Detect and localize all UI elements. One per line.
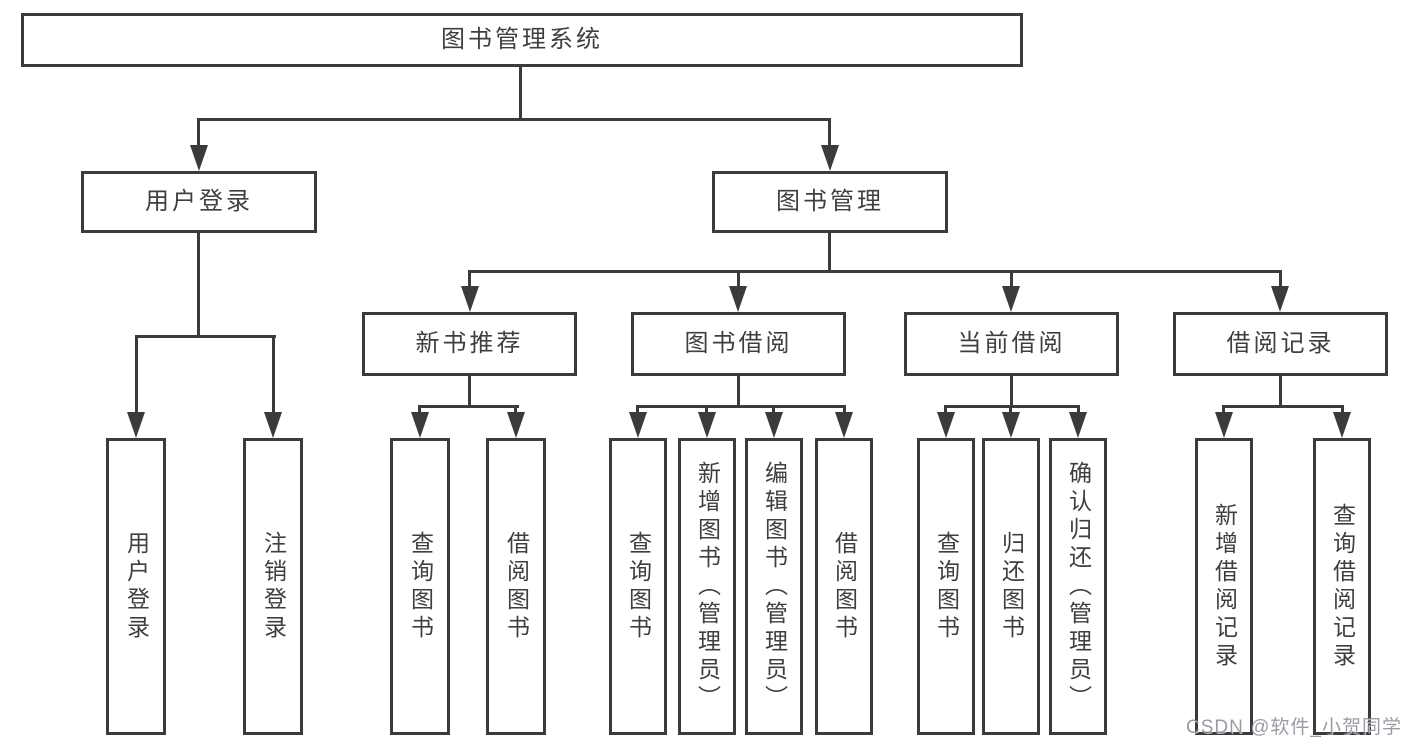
leaf-add-books-admin: 新增图书（管理员） — [678, 438, 736, 735]
leaf-borrow-books: 借阅图书 — [815, 438, 873, 735]
connector-book-mgmt-split — [468, 270, 1282, 273]
arrowhead-down-icon — [1215, 412, 1233, 438]
arrowhead-down-icon — [1333, 412, 1351, 438]
connector-current-stub — [1010, 376, 1013, 407]
leaf-query-books-current: 查询图书 — [917, 438, 975, 735]
connector-book-mgmt-stub — [828, 233, 831, 271]
arrowhead-down-icon — [1271, 286, 1289, 312]
node-root-library-system: 图书管理系统 — [21, 13, 1023, 67]
leaf-add-borrow-record: 新增借阅记录 — [1195, 438, 1253, 735]
leaf-confirm-return-admin: 确认归还（管理员） — [1049, 438, 1107, 735]
connector-leaf-line — [1077, 405, 1080, 417]
connector-root-split — [197, 118, 831, 121]
arrowhead-down-icon — [461, 286, 479, 312]
leaf-edit-books-admin: 编辑图书（管理员） — [745, 438, 803, 735]
arrowhead-down-icon — [1002, 286, 1020, 312]
leaf-borrow-books-recommend: 借阅图书 — [486, 438, 546, 735]
connector-borrowing-split — [636, 405, 846, 408]
leaf-return-books: 归还图书 — [982, 438, 1040, 735]
node-new-book-recommend: 新书推荐 — [362, 312, 577, 376]
node-current-borrowing: 当前借阅 — [904, 312, 1119, 376]
connector-to-user-login — [197, 118, 200, 148]
connector-records-split — [1222, 405, 1344, 408]
arrowhead-down-icon — [1069, 412, 1087, 438]
arrowhead-down-icon — [507, 412, 525, 438]
connector-leaf-line — [418, 405, 421, 417]
connector-leaf-line — [514, 405, 517, 417]
arrowhead-down-icon — [127, 412, 145, 438]
connector-to-new-books — [468, 270, 471, 288]
arrowhead-down-icon — [411, 412, 429, 438]
connector-leaf-line — [772, 405, 775, 417]
connector-records-stub — [1279, 376, 1282, 407]
arrowhead-down-icon — [729, 286, 747, 312]
leaf-query-books-borrowing: 查询图书 — [609, 438, 667, 735]
leaf-logout: 注销登录 — [243, 438, 303, 735]
connector-leaf-line — [1341, 405, 1344, 417]
leaf-query-borrow-record: 查询借阅记录 — [1313, 438, 1371, 735]
arrowhead-down-icon — [937, 412, 955, 438]
connector-leaf-line — [1222, 405, 1225, 417]
connector-to-current-borrow — [1010, 270, 1013, 288]
connector-newbook-split — [418, 405, 519, 408]
connector-current-split — [944, 405, 1080, 408]
arrowhead-down-icon — [765, 412, 783, 438]
node-book-management: 图书管理 — [712, 171, 948, 233]
connector-to-logout-leaf — [272, 335, 275, 415]
connector-to-borrow-records — [1279, 270, 1282, 288]
connector-to-book-management — [828, 118, 831, 148]
connector-root-stub — [519, 67, 522, 119]
connector-leaf-line — [705, 405, 708, 417]
arrowhead-down-icon — [1002, 412, 1020, 438]
leaf-query-books-recommend: 查询图书 — [390, 438, 450, 735]
node-user-login: 用户登录 — [81, 171, 317, 233]
connector-leaf-line — [843, 405, 846, 417]
arrowhead-down-icon — [629, 412, 647, 438]
connector-leaf-line — [944, 405, 947, 417]
leaf-user-login: 用户登录 — [106, 438, 166, 735]
arrowhead-down-icon — [835, 412, 853, 438]
node-borrow-records: 借阅记录 — [1173, 312, 1388, 376]
connector-to-login-leaf — [135, 335, 138, 415]
connector-borrowing-stub — [737, 376, 740, 407]
arrowhead-down-icon — [264, 412, 282, 438]
connector-leaf-line — [1009, 405, 1012, 417]
connector-leaf-line — [636, 405, 639, 417]
connector-to-book-borrow — [737, 270, 740, 288]
arrowhead-down-icon — [190, 145, 208, 171]
arrowhead-down-icon — [698, 412, 716, 438]
csdn-watermark: CSDN @软件_小贺同学 — [1186, 717, 1402, 738]
node-book-borrowing: 图书借阅 — [631, 312, 846, 376]
arrowhead-down-icon — [821, 145, 839, 171]
connector-user-login-stub — [197, 233, 200, 338]
connector-user-login-split — [135, 335, 276, 338]
connector-newbook-stub — [468, 376, 471, 407]
